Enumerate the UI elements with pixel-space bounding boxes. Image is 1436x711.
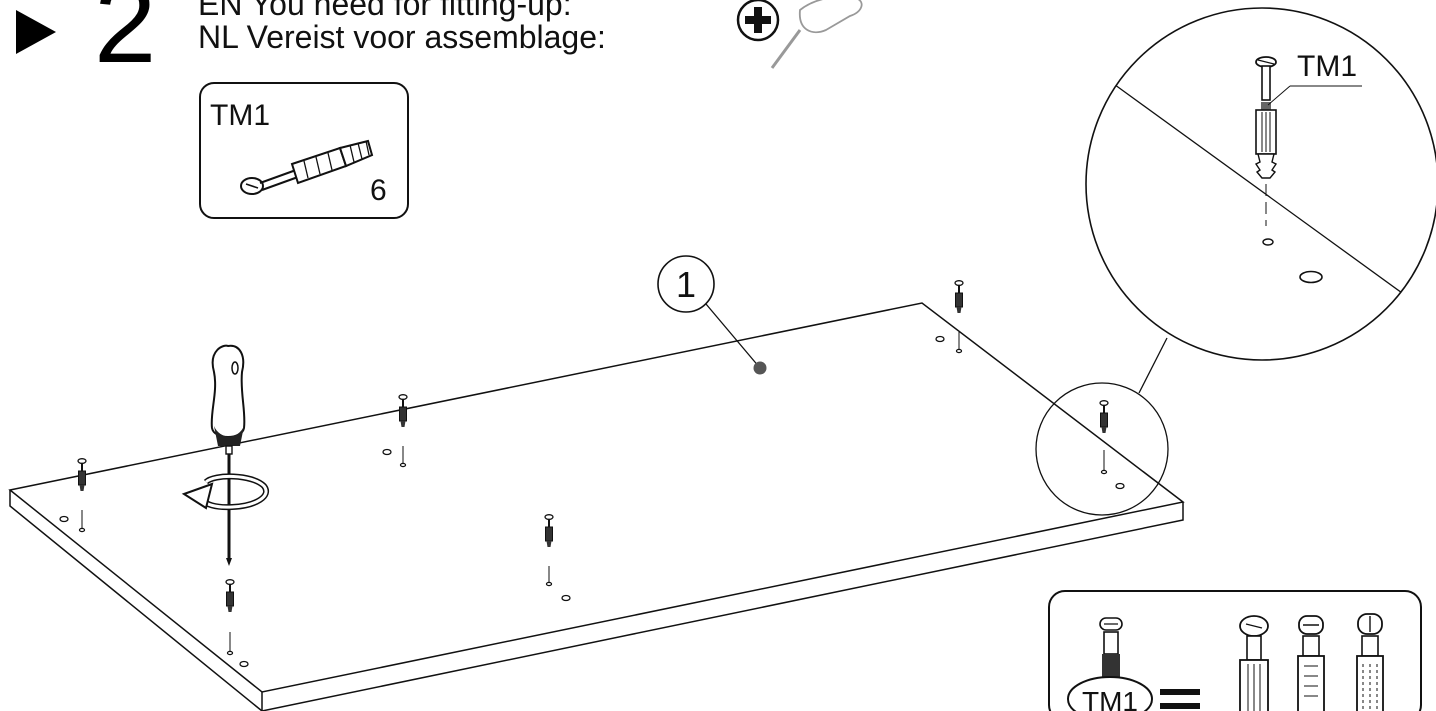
panel-holes (59, 335, 1125, 668)
step-arrow-icon (16, 10, 56, 54)
fitting-variant-3-icon (1356, 613, 1384, 711)
insertion-lines (81, 332, 1105, 651)
cam-bolt-icon (240, 139, 374, 195)
cam-bolt (1099, 399, 1109, 434)
equals-sign-top (1160, 689, 1200, 695)
parts-box-quantity: 6 (370, 174, 387, 207)
detail-cam-bolt (1254, 56, 1278, 179)
rotate-arrow-icon (181, 473, 269, 511)
screwdriver-tool-icon (736, 0, 863, 69)
parts-box: TM1 6 (199, 82, 409, 219)
legend-box: TM1 (1048, 590, 1422, 711)
legend-label: TM1 (1082, 686, 1138, 711)
requirement-en: EN You need for fitting-up: (198, 0, 572, 22)
panel-callout: 1 (657, 255, 767, 375)
panel-board (8, 302, 1185, 711)
detail-view: TM1 (1085, 7, 1436, 361)
legend-cam-bolt (1099, 617, 1123, 684)
requirement-nl: NL Vereist voor assemblage: (198, 19, 606, 55)
fitting-variant-2-icon (1297, 615, 1325, 711)
equals-sign-bottom (1160, 703, 1200, 709)
parts-box-code: TM1 (210, 99, 270, 132)
step-number: 2 (94, 0, 157, 86)
panel-number: 1 (676, 264, 696, 305)
fitting-variant-1-icon (1239, 615, 1269, 711)
detail-label: TM1 (1297, 50, 1357, 83)
panel-marker (753, 361, 767, 375)
zoom-marker (1035, 337, 1169, 516)
requirements-text: EN You need for fitting-up: NL Vereist v… (198, 0, 606, 54)
cam-bolt (954, 279, 964, 314)
